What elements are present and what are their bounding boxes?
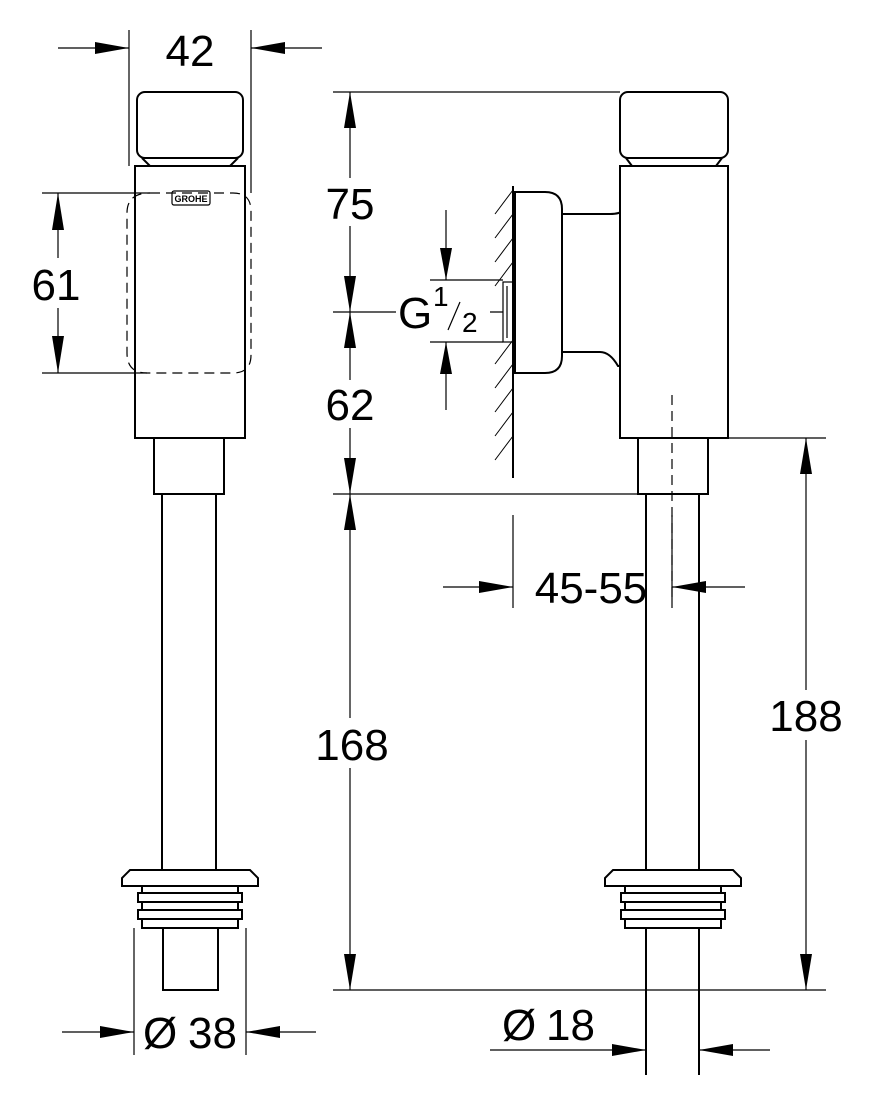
label-diameter-symbol-left: Ø (143, 1009, 177, 1058)
label-18: 18 (546, 1001, 595, 1050)
dim-diameter-38: Ø 38 (62, 928, 316, 1058)
cap-skirt-side (625, 157, 723, 167)
dim-thread: G 1 2 (395, 210, 503, 410)
seal-rings (137, 885, 243, 929)
lower-sleeve (162, 927, 219, 991)
label-45-55: 45-55 (535, 564, 648, 613)
dim-height-75: 75 (318, 92, 382, 312)
body-collar (153, 437, 225, 495)
valve-body (134, 165, 246, 439)
label-75: 75 (326, 180, 375, 229)
svg-text:GROHE: GROHE (174, 194, 207, 204)
label-38: 38 (188, 1009, 237, 1058)
dim-height-188: 188 (764, 438, 848, 990)
dim-height-61: 61 (22, 192, 150, 374)
dim-height-168: 168 (310, 494, 394, 990)
dim-offset-45-55: 45-55 (443, 515, 745, 613)
label-168: 168 (315, 721, 388, 770)
label-188: 188 (769, 692, 842, 741)
label-61: 61 (32, 261, 81, 310)
wall-hatching (494, 189, 514, 461)
body-collar-side (637, 437, 709, 495)
push-button-cap (136, 91, 244, 159)
rosette (121, 869, 259, 887)
push-button-cap-side (619, 91, 729, 159)
label-42: 42 (166, 27, 215, 76)
rosette-side (604, 869, 742, 887)
thread-stub (502, 281, 514, 343)
dim-diameter-18: Ø 18 (490, 1001, 770, 1056)
label-diameter-symbol-right: Ø (502, 1001, 536, 1050)
label-thread-numerator: 1 (433, 281, 449, 312)
dim-height-62: 62 (318, 311, 395, 494)
side-view (494, 91, 742, 1075)
seal-rings-side (620, 885, 726, 929)
label-thread-denominator: 2 (462, 307, 478, 338)
dim-width-42: 42 (58, 27, 322, 193)
label-62: 62 (326, 381, 375, 430)
front-view: GROHE (121, 91, 259, 991)
wall-plate-outline (126, 192, 252, 374)
cap-skirt (141, 157, 239, 167)
valve-body-side (619, 165, 729, 439)
grohe-logo: GROHE (171, 190, 211, 206)
label-thread-g: G (398, 289, 432, 338)
wall-plate (514, 191, 563, 374)
